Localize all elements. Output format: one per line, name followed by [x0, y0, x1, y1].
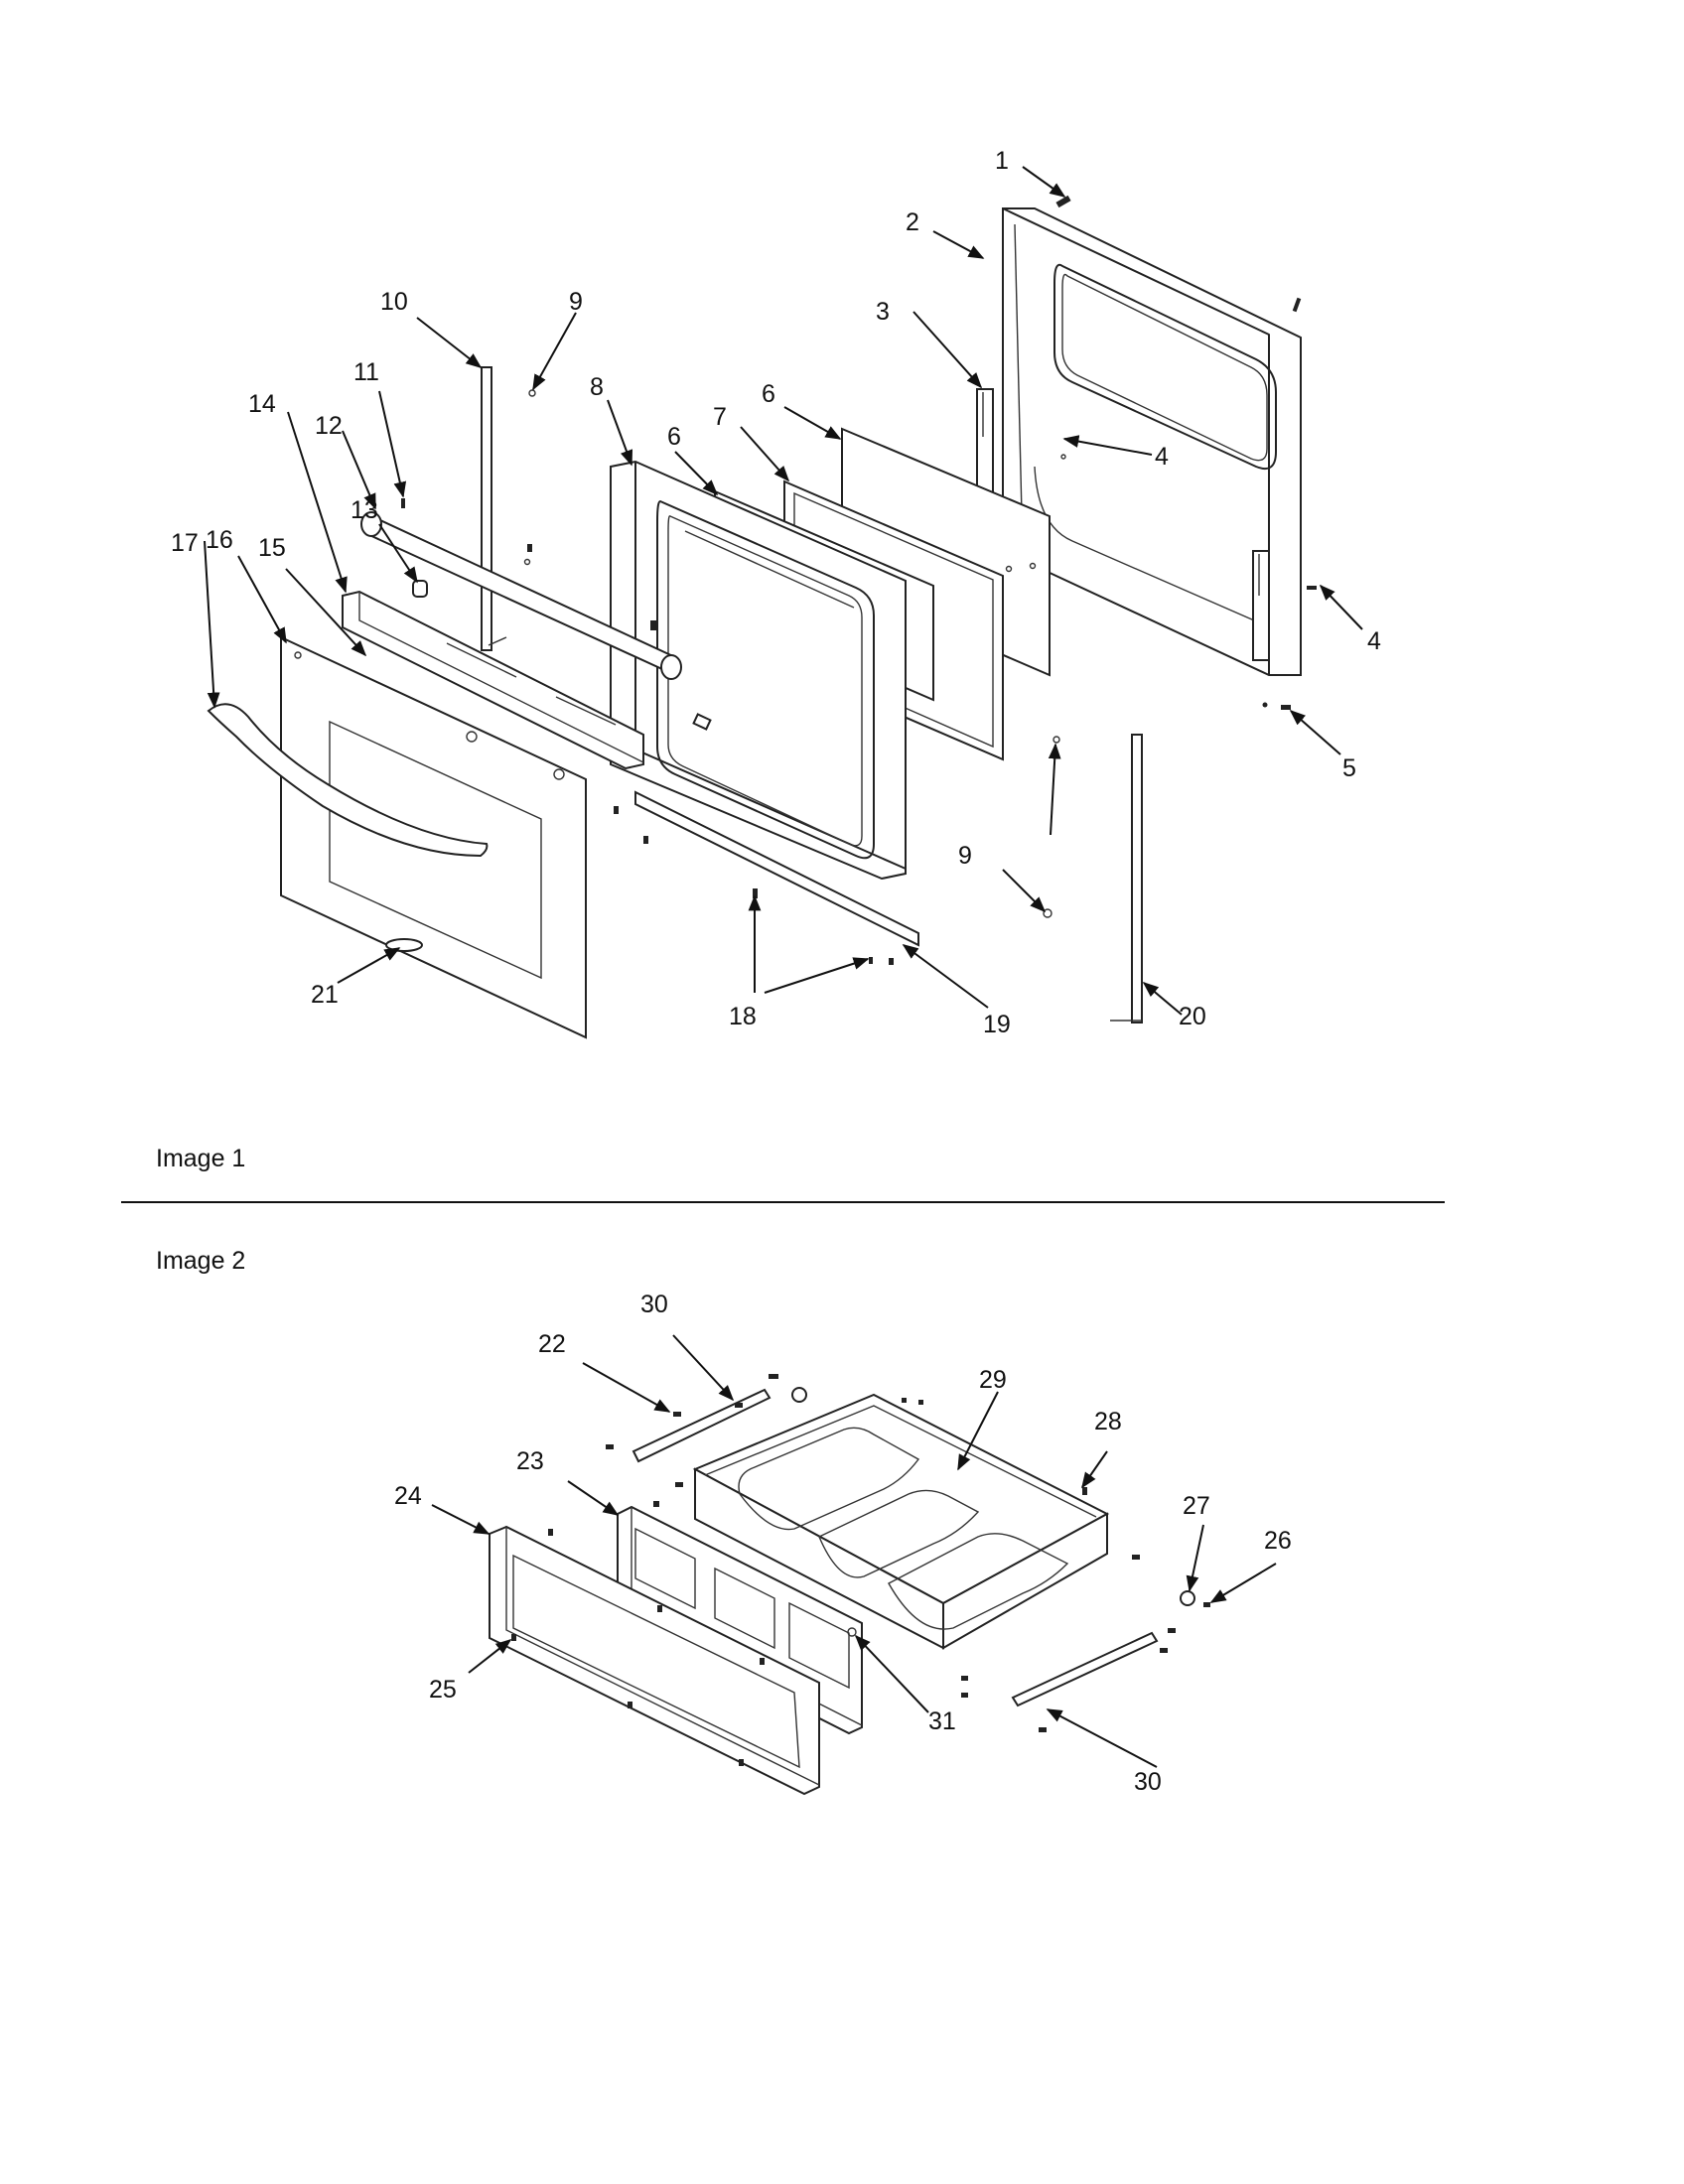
- callout-20: 20: [1179, 1003, 1206, 1030]
- callout-21: 21: [311, 981, 339, 1009]
- leader-lines: [204, 166, 1363, 1768]
- callout-9: 9: [569, 288, 583, 316]
- callout-26: 26: [1264, 1527, 1292, 1555]
- door-inner-liner: [1002, 207, 1302, 676]
- door-hinge-left: [976, 388, 1270, 661]
- door-channel-left: [481, 366, 507, 651]
- callout-4: 4: [1367, 627, 1381, 655]
- callout-9: 9: [958, 842, 972, 870]
- callout-13: 13: [351, 496, 378, 524]
- callout-23: 23: [516, 1447, 544, 1475]
- caption-image-1: Image 1: [156, 1145, 245, 1172]
- callout-8: 8: [590, 373, 604, 401]
- callout-labels: 1 2 3 4 4 5 6 6 7 8 9 9 10 11 12 13 14 1…: [171, 147, 1381, 1796]
- callout-11: 11: [353, 358, 379, 386]
- callout-5: 5: [1342, 754, 1356, 782]
- callout-25: 25: [429, 1676, 457, 1704]
- callout-19: 19: [983, 1011, 1011, 1038]
- door-channel-right: [1110, 734, 1143, 1024]
- callout-15: 15: [258, 534, 286, 562]
- callout-3: 3: [876, 298, 890, 326]
- callout-31: 31: [928, 1707, 956, 1735]
- drawer-front-panel: [489, 1525, 820, 1796]
- callout-4: 4: [1155, 443, 1169, 471]
- callout-16: 16: [206, 526, 233, 554]
- door-fasteners: [401, 195, 1317, 965]
- caption-image-2: Image 2: [156, 1247, 245, 1275]
- storage-drawer-assembly: [489, 1374, 1210, 1796]
- callout-27: 27: [1183, 1492, 1210, 1520]
- callout-1: 1: [995, 147, 1009, 175]
- callout-30: 30: [1134, 1768, 1162, 1796]
- drawer-slide-rail-right: [1011, 1631, 1159, 1707]
- callout-2: 2: [906, 208, 919, 236]
- callout-10: 10: [380, 288, 408, 316]
- callout-24: 24: [394, 1482, 422, 1510]
- callout-14: 14: [248, 390, 276, 418]
- callout-12: 12: [315, 412, 343, 440]
- drawer-fasteners: [511, 1374, 1210, 1766]
- callout-6: 6: [762, 380, 775, 408]
- trim-end-cap: [412, 580, 428, 598]
- door-vent-rail: [342, 590, 644, 770]
- drawer-body: [692, 1393, 1110, 1650]
- oven-door-assembly: [207, 195, 1317, 1039]
- door-handle: [207, 703, 489, 858]
- door-inner-panel: [610, 460, 907, 881]
- callout-22: 22: [538, 1330, 566, 1358]
- callout-30: 30: [640, 1291, 668, 1318]
- callout-28: 28: [1094, 1408, 1122, 1435]
- callout-6: 6: [667, 423, 681, 451]
- callout-18: 18: [729, 1003, 757, 1030]
- callout-29: 29: [979, 1366, 1007, 1394]
- door-top-trim: [360, 511, 682, 680]
- callout-7: 7: [713, 403, 727, 431]
- callout-17: 17: [171, 529, 199, 557]
